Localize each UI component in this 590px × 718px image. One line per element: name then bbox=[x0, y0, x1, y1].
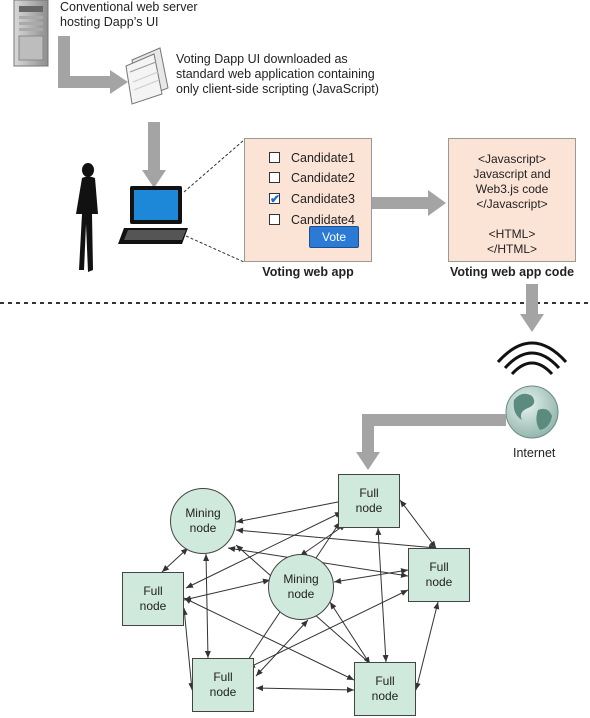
download-arrow bbox=[58, 36, 128, 94]
full-node-top-line2: node bbox=[355, 501, 383, 515]
mining-node-left-line1: Mining bbox=[185, 506, 221, 520]
server-label-line2: hosting Dapp’s UI bbox=[60, 15, 159, 29]
connection-line-10 bbox=[235, 527, 437, 551]
connection-line-20 bbox=[247, 589, 409, 669]
full-node-bottom-left-line2: node bbox=[209, 685, 237, 699]
zoom-line-bottom bbox=[185, 235, 245, 263]
download-label-line2: standard web application containing bbox=[176, 67, 375, 81]
full-node-left-line2: node bbox=[139, 599, 167, 613]
candidate-1-checkbox[interactable] bbox=[269, 152, 280, 163]
app-to-code-arrow bbox=[372, 190, 446, 216]
mining-node-center-line1: Mining bbox=[283, 572, 319, 586]
connection-line-16 bbox=[181, 607, 195, 691]
full-node-bottom-right-line1: Full bbox=[375, 674, 395, 688]
laptop-icon bbox=[118, 186, 188, 244]
wifi-signal-icon bbox=[496, 341, 568, 376]
full-node-bottom-left: Full node bbox=[192, 658, 254, 712]
mining-node-left: Mining node bbox=[170, 488, 236, 554]
internet-label: Internet bbox=[513, 446, 556, 460]
full-node-bottom-left-line1: Full bbox=[213, 670, 233, 684]
candidate-4-checkbox[interactable] bbox=[269, 214, 280, 225]
voting-app-caption: Voting web app bbox=[262, 265, 354, 279]
code-line-5 bbox=[449, 212, 575, 227]
code-line-1: <Javascript> bbox=[477, 152, 547, 166]
candidate-3-label: Candidate3 bbox=[291, 192, 355, 206]
full-node-bottom-right-line2: node bbox=[371, 689, 399, 703]
code-box-caption: Voting web app code bbox=[449, 265, 575, 279]
code-box: <Javascript> Javascript and Web3.js code… bbox=[448, 138, 576, 262]
mining-node-left-line2: node bbox=[189, 521, 217, 535]
download-label-line1: Voting Dapp UI downloaded as bbox=[176, 52, 348, 66]
mining-node-center-line2: node bbox=[287, 587, 315, 601]
candidate-2-checkbox[interactable] bbox=[269, 172, 280, 183]
checkmark-icon: ✔ bbox=[270, 192, 281, 206]
connection-line-17 bbox=[255, 685, 355, 693]
full-node-left: Full node bbox=[122, 572, 184, 626]
full-node-right-line2: node bbox=[425, 575, 453, 589]
connection-line-14 bbox=[333, 568, 409, 584]
connection-line-9 bbox=[161, 547, 189, 573]
candidate-2-label: Candidate2 bbox=[291, 171, 355, 185]
voting-app-panel: Candidate1 Candidate2 ✔ Candidate3 Candi… bbox=[244, 138, 372, 262]
candidate-1-label: Candidate1 bbox=[291, 151, 355, 165]
connection-line-7 bbox=[203, 553, 211, 659]
connection-line-13 bbox=[255, 619, 309, 677]
candidate-4-label: Candidate4 bbox=[291, 213, 355, 227]
connection-line-6 bbox=[399, 499, 437, 549]
connection-line-5 bbox=[375, 527, 389, 663]
download-label: Voting Dapp UI downloaded as standard we… bbox=[176, 52, 379, 97]
internet-to-node-arrow bbox=[356, 414, 506, 470]
code-line-2: Javascript and bbox=[473, 167, 551, 181]
server-label: Conventional web server hosting Dapp’s U… bbox=[60, 0, 198, 30]
code-line-3: Web3.js code bbox=[475, 182, 549, 196]
full-node-left-line1: Full bbox=[143, 584, 163, 598]
full-node-right: Full node bbox=[408, 548, 470, 602]
globe-icon bbox=[505, 385, 559, 439]
mining-node-center: Mining node bbox=[268, 554, 334, 620]
code-line-4: </Javascript> bbox=[476, 197, 548, 211]
candidate-3-checkbox[interactable]: ✔ bbox=[269, 192, 281, 206]
download-label-line3: only client-side scripting (JavaScript) bbox=[176, 82, 379, 96]
full-node-bottom-right: Full node bbox=[354, 662, 416, 716]
connection-line-1 bbox=[235, 498, 349, 524]
connection-line-18 bbox=[414, 601, 440, 691]
vote-button[interactable]: Vote bbox=[309, 226, 359, 248]
down-arrow-to-laptop bbox=[142, 122, 166, 188]
server-label-line1: Conventional web server bbox=[60, 0, 198, 14]
full-node-right-line1: Full bbox=[429, 560, 449, 574]
full-node-top: Full node bbox=[338, 474, 400, 528]
browser-window-icon bbox=[125, 47, 169, 105]
woman-silhouette-icon bbox=[76, 163, 98, 272]
code-to-internet-arrow bbox=[520, 284, 544, 332]
zoom-line-top bbox=[183, 139, 245, 193]
code-line-6: <HTML> bbox=[488, 227, 536, 241]
full-node-top-line1: Full bbox=[359, 486, 379, 500]
connection-line-12 bbox=[183, 578, 271, 602]
code-line-7: </HTML> bbox=[486, 242, 537, 256]
server-icon bbox=[13, 0, 49, 67]
